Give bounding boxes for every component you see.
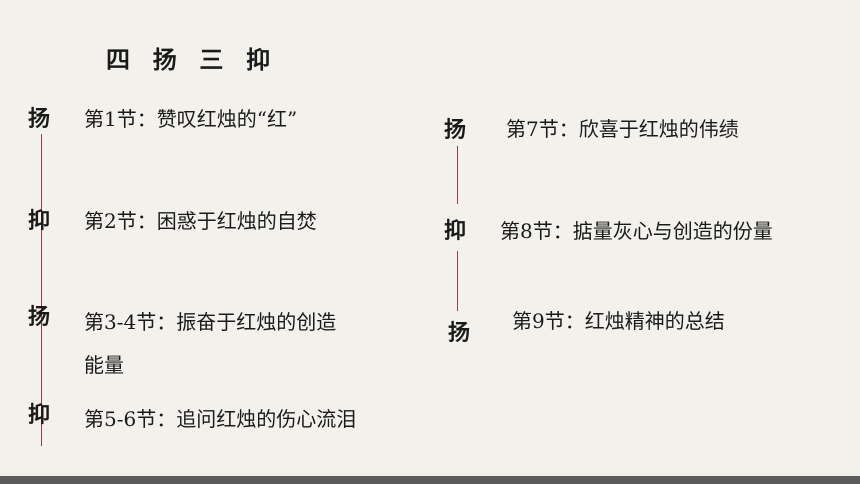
left-marker-4: 抑 <box>28 402 51 428</box>
bottom-bar <box>0 476 860 484</box>
left-marker-2: 抑 <box>28 208 51 234</box>
left-item-3-cont: 能量 <box>84 353 124 377</box>
right-marker-1: 扬 <box>444 117 467 143</box>
left-item-3: 第3-4节：振奋于红烛的创造 <box>84 310 337 334</box>
left-marker-3: 扬 <box>28 304 51 330</box>
left-item-1: 第1节：赞叹红烛的“红” <box>84 107 298 131</box>
slide-title: 四 扬 三 抑 <box>106 45 273 74</box>
right-marker-2: 抑 <box>444 218 467 244</box>
right-marker-3: 扬 <box>448 320 471 346</box>
left-item-2: 第2节：困惑于红烛的自焚 <box>84 209 317 233</box>
right-item-3: 第9节：红烛精神的总结 <box>512 309 725 333</box>
right-connector-line-2 <box>457 251 458 311</box>
right-item-1: 第7节：欣喜于红烛的伟绩 <box>506 117 739 141</box>
right-item-2: 第8节：掂量灰心与创造的份量 <box>500 219 773 243</box>
left-marker-1: 扬 <box>28 106 51 132</box>
left-connector-line <box>41 134 42 446</box>
right-connector-line-1 <box>457 146 458 204</box>
left-item-4: 第5-6节：追问红烛的伤心流泪 <box>84 407 357 431</box>
